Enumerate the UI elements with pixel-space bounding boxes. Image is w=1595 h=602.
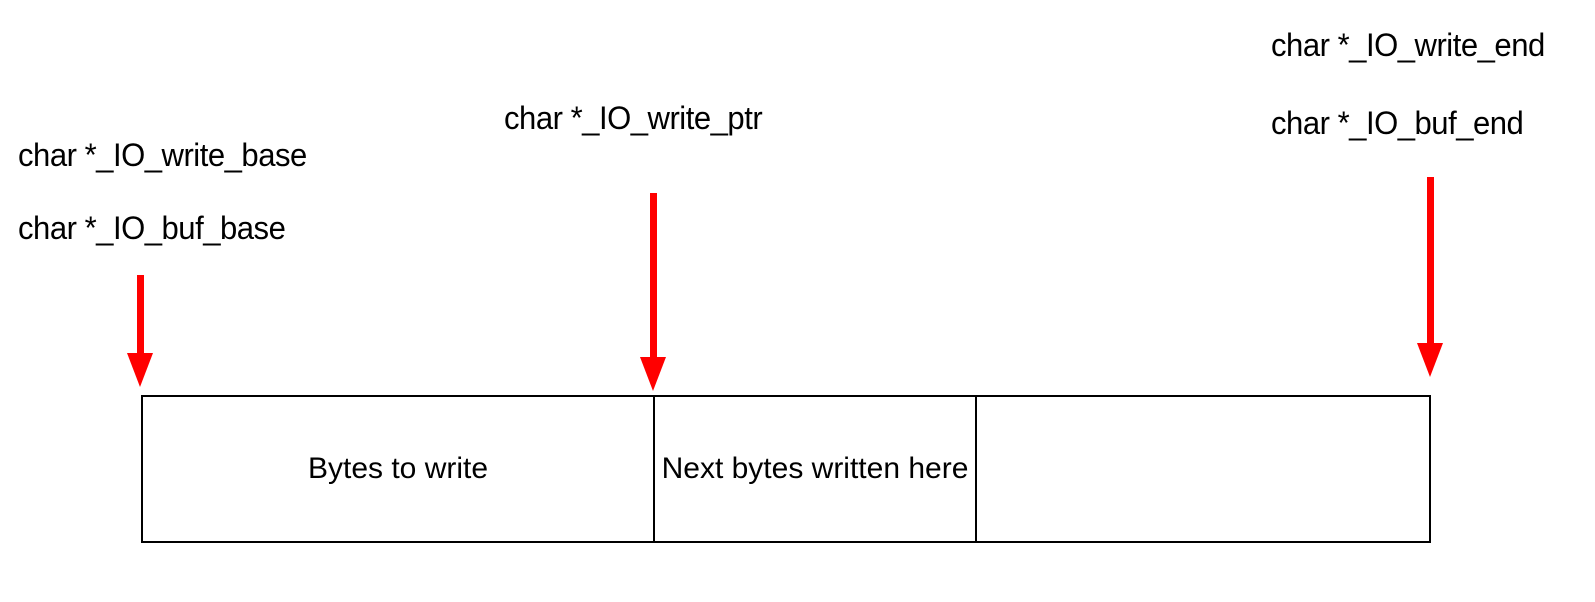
label-io-buf-base: char *_IO_buf_base <box>18 210 286 246</box>
arrow-shaft <box>1426 177 1434 343</box>
arrow-head-icon <box>1417 343 1443 377</box>
buffer-cell-bytes-to-write: Bytes to write <box>143 397 655 541</box>
label-io-write-ptr: char *_IO_write_ptr <box>504 100 763 136</box>
down-arrow-icon-buffer-start <box>127 275 153 387</box>
down-arrow-icon-write-ptr <box>640 193 666 391</box>
buffer-cell-free-space <box>977 397 1429 541</box>
buffer-cell-next-bytes-written-here: Next bytes written here <box>655 397 977 541</box>
arrow-head-icon <box>640 357 666 391</box>
label-io-buf-end: char *_IO_buf_end <box>1271 105 1524 141</box>
down-arrow-icon-buffer-end <box>1417 177 1443 377</box>
arrow-shaft <box>136 275 144 353</box>
arrow-head-icon <box>127 353 153 387</box>
arrow-shaft <box>649 193 657 357</box>
label-io-write-end: char *_IO_write_end <box>1271 27 1545 63</box>
label-io-write-base: char *_IO_write_base <box>18 137 307 173</box>
buffer-box: Bytes to write Next bytes written here <box>141 395 1431 543</box>
